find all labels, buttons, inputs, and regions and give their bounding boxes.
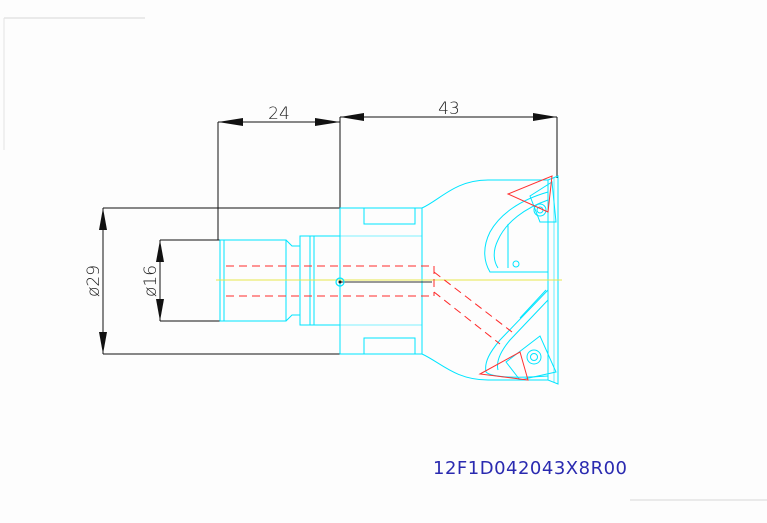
lower-flute <box>485 289 549 378</box>
arrow-24-left <box>218 118 243 126</box>
dim-29-label: ø29 <box>84 265 104 297</box>
upper-flute <box>484 191 549 273</box>
upper-insert-screw <box>533 203 547 217</box>
dimension-arrows <box>99 113 557 354</box>
dim-24-label: 24 <box>268 104 290 124</box>
arrow-16-bottom <box>156 299 164 321</box>
inserts <box>478 175 553 381</box>
lower-insert-seat <box>505 335 557 381</box>
lower-flute-inner <box>497 299 549 371</box>
upper-screw-hole <box>512 260 520 268</box>
center-dot <box>338 280 342 284</box>
center-mark <box>335 277 345 287</box>
upper-insert-seat <box>529 181 557 223</box>
lower-insert-screw <box>526 349 542 365</box>
arrow-29-bottom <box>99 332 107 354</box>
drive-slot-top <box>363 208 416 225</box>
lower-insert <box>478 351 529 381</box>
arrow-43-right <box>533 113 557 121</box>
upper-insert <box>506 175 553 213</box>
dim-16-label: ø16 <box>141 265 161 297</box>
coolant-branch-outer <box>433 271 513 333</box>
arrow-24-right <box>315 118 340 126</box>
arrow-29-top <box>99 208 107 230</box>
drive-slot-bottom <box>363 337 416 354</box>
lower-flute-wall <box>519 289 547 319</box>
upper-flute-inner <box>493 199 549 269</box>
part-number: 12F1D042043X8R00 <box>433 458 627 479</box>
arrow-16-top <box>156 240 164 262</box>
dim-43-label: 43 <box>438 99 460 119</box>
head-body <box>339 175 559 385</box>
coolant-channels <box>226 265 513 345</box>
coolant-branch-inner <box>433 291 501 345</box>
arrow-43-left <box>340 113 364 121</box>
lower-insert-screw-center <box>530 353 538 361</box>
